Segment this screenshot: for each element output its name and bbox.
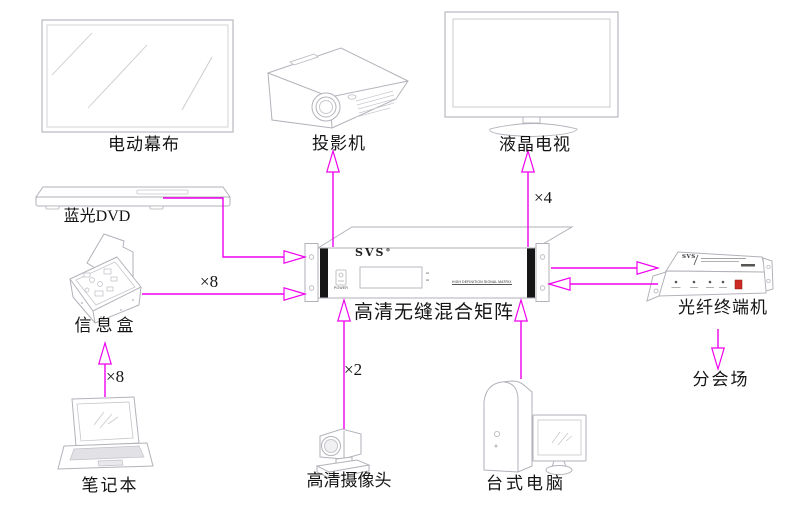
label-venue: 分会场 (692, 370, 750, 389)
multiplier-matrix-to-tv: ×4 (534, 188, 553, 207)
laptop-icon (57, 396, 154, 470)
multiplier-laptop-to-infobox: ×8 (106, 367, 125, 386)
arrow-infobox-to-matrix (142, 286, 308, 302)
arrow-camera-to-matrix (336, 297, 352, 429)
label-matrix: 高清无缝混合矩阵 (353, 302, 515, 323)
arrow-matrix-to-projector (325, 148, 341, 247)
matrix-brand-reg-mark: ® (385, 247, 391, 254)
label-screen: 电动幕布 (108, 135, 180, 154)
multiplier-infobox-to-matrix: ×8 (200, 272, 219, 291)
hd-camera-icon (315, 428, 371, 479)
matrix-power-button (335, 269, 347, 286)
arrow-fiber-to-matrix (546, 276, 658, 292)
arrow-matrix-to-fiber (551, 260, 661, 276)
bluray-dvd-icon (35, 186, 231, 210)
lcd-tv-icon (444, 11, 619, 137)
matrix-brand-name: SVS (355, 246, 386, 259)
projection-screen-icon (41, 19, 234, 133)
matrix-device-icon (304, 226, 574, 302)
desktop-pc-icon (483, 380, 587, 475)
matrix-right-bar (527, 248, 535, 298)
label-camera: 高清摄像头 (306, 471, 392, 490)
matrix-left-bar (320, 248, 328, 298)
connection-arrows (97, 148, 726, 429)
label-tv: 液晶电视 (499, 135, 571, 154)
matrix-display (359, 266, 423, 289)
label-infobox: 信息盒 (74, 316, 138, 335)
arrow-laptop-to-infobox (97, 340, 113, 397)
matrix-power-label: POWER (333, 286, 349, 290)
matrix-model-text: HIGH DEFINITION SIGNAL MATRIX (452, 280, 512, 285)
info-box-icon (69, 233, 142, 324)
arrow-fiber-to-venue (710, 329, 726, 372)
fiber-terminal-icon (646, 251, 774, 302)
arrow-desktop-to-matrix (513, 297, 529, 379)
matrix-brand-text: SVS® (355, 246, 390, 259)
fiber-led-red (734, 279, 743, 290)
fiber-brand-text: SVS (682, 254, 696, 260)
multiplier-camera-to-matrix: ×2 (344, 360, 363, 379)
label-dvd: 蓝光DVD (63, 208, 131, 225)
label-projector: 投影机 (312, 134, 366, 153)
arrow-dvd-to-matrix (163, 197, 308, 265)
label-desktop: 台式电脑 (486, 474, 566, 493)
label-fiber: 光纤终端机 (678, 298, 768, 317)
arrow-matrix-to-tv (520, 148, 536, 247)
projector-icon (267, 47, 409, 129)
label-laptop: 笔记本 (81, 476, 139, 495)
